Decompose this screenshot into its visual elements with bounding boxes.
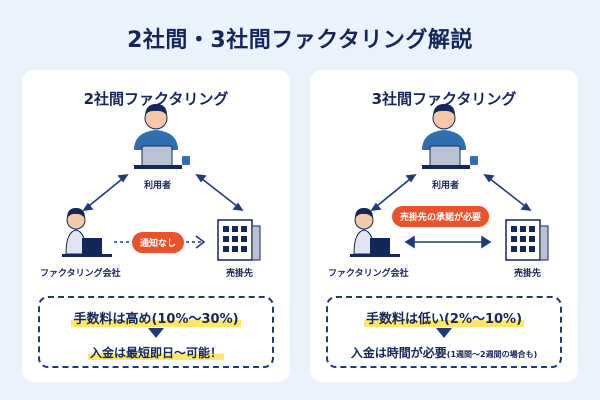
building-icon bbox=[217, 219, 261, 261]
no-notice-badge: 通知なし bbox=[132, 232, 185, 253]
two-party-note: 手数料は高め(10%〜30%) 入金は最短即日〜可能！ bbox=[38, 296, 274, 368]
user-label: 利用者 bbox=[432, 181, 460, 191]
user-agent-arrow bbox=[370, 173, 417, 212]
two-party-title: 2社間ファクタリング bbox=[83, 90, 229, 108]
three-party-panel: 3社間ファクタリング bbox=[310, 70, 578, 382]
building-icon bbox=[505, 219, 549, 261]
three-party-diagram bbox=[350, 104, 549, 261]
user-client-arrow bbox=[195, 173, 244, 212]
down-arrow-icon bbox=[436, 328, 452, 338]
two-party-diagram bbox=[62, 104, 261, 261]
user-label: 利用者 bbox=[144, 181, 172, 191]
agent-person-icon bbox=[62, 208, 112, 257]
pay-text: 入金は最短即日〜可能！ bbox=[87, 346, 224, 360]
pay-text: 入金は時間が必要(1週間〜2週間の場合も) bbox=[350, 346, 538, 360]
agent-client-arrow bbox=[404, 235, 492, 249]
three-party-note: 手数料は低い(2%〜10%) 入金は時間が必要(1週間〜2週間の場合も) bbox=[326, 296, 562, 368]
page-title: 2社間・3社間ファクタリング解説 bbox=[127, 28, 473, 53]
three-party-title: 3社間ファクタリング bbox=[371, 90, 517, 108]
pay-note: (1週間〜2週間の場合も) bbox=[446, 350, 538, 359]
agent-label: ファクタリング会社 bbox=[40, 269, 121, 279]
down-arrow-icon bbox=[148, 328, 164, 338]
agent-label: ファクタリング会社 bbox=[328, 269, 409, 279]
user-agent-arrow bbox=[82, 173, 129, 212]
client-label: 売掛先 bbox=[226, 269, 254, 279]
fee-text: 手数料は低い(2%〜10%) bbox=[363, 312, 525, 327]
client-label: 売掛先 bbox=[514, 269, 542, 279]
user-client-arrow bbox=[483, 173, 532, 212]
fee-text: 手数料は高め(10%〜30%) bbox=[71, 312, 241, 327]
user-person-icon bbox=[134, 104, 190, 169]
consent-required-badge: 売掛先の承諾が必要 bbox=[392, 206, 490, 227]
agent-person-icon bbox=[350, 208, 400, 257]
two-party-panel: 2社間ファクタリング bbox=[22, 70, 290, 382]
user-person-icon bbox=[422, 104, 478, 169]
